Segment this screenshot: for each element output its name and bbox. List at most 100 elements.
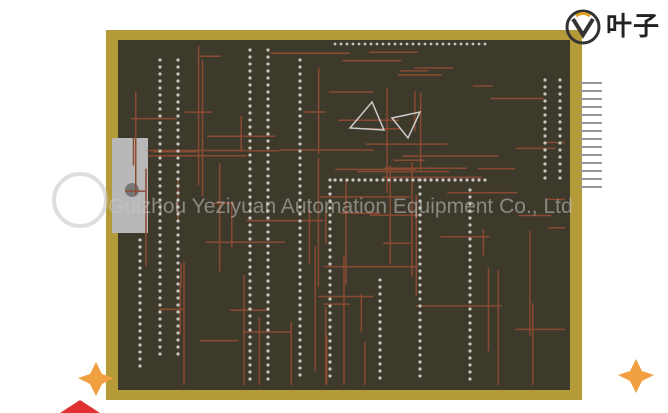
solder-pad (468, 328, 472, 332)
solder-pad (418, 374, 422, 378)
solder-pad (423, 178, 427, 182)
solder-pad (468, 335, 472, 339)
solder-pad (453, 178, 457, 182)
solder-pad (418, 248, 422, 252)
solder-pad (471, 178, 475, 182)
solder-pad (158, 247, 162, 251)
solder-pad (387, 178, 391, 182)
solder-pad (248, 202, 252, 206)
solder-pad (418, 220, 422, 224)
solder-pad (418, 185, 422, 189)
solder-pad (176, 352, 180, 356)
solder-pad (158, 310, 162, 314)
solder-pad (176, 163, 180, 167)
solder-pad (477, 178, 481, 182)
solder-pad (468, 342, 472, 346)
solder-pad (468, 237, 472, 241)
connector-pin (580, 122, 602, 124)
solder-pad (266, 69, 270, 73)
solder-pad (558, 162, 562, 166)
solder-pad (345, 178, 349, 182)
solder-pad (298, 79, 302, 83)
solder-pad (158, 296, 162, 300)
solder-pad (393, 42, 397, 46)
solder-pad (298, 100, 302, 104)
solder-pad (158, 170, 162, 174)
solder-pad (328, 220, 332, 224)
solder-pad (266, 195, 270, 199)
solder-pad (393, 178, 397, 182)
solder-pad (543, 92, 547, 96)
solder-pad (248, 195, 252, 199)
solder-pad (418, 360, 422, 364)
solder-pad (266, 97, 270, 101)
solder-pad (266, 328, 270, 332)
solder-pad (158, 93, 162, 97)
solder-pad (418, 367, 422, 371)
solder-pad (328, 360, 332, 364)
solder-pad (248, 230, 252, 234)
solder-pad (248, 244, 252, 248)
solder-pad (543, 162, 547, 166)
solder-pad (381, 178, 385, 182)
solder-pad (357, 178, 361, 182)
solder-pad (176, 219, 180, 223)
logo-text: 叶子 (605, 12, 660, 42)
solder-pad (363, 178, 367, 182)
solder-pad (328, 311, 332, 315)
solder-pad (339, 42, 343, 46)
solder-pad (266, 62, 270, 66)
solder-pad (248, 76, 252, 80)
solder-pad (138, 280, 142, 284)
solder-pad (418, 332, 422, 336)
solder-pad (248, 97, 252, 101)
solder-pad (418, 290, 422, 294)
solder-pad (158, 268, 162, 272)
solder-pad (266, 244, 270, 248)
solder-pad (248, 139, 252, 143)
solder-pad (248, 104, 252, 108)
solder-pad (328, 318, 332, 322)
solder-pad (248, 272, 252, 276)
solder-pad (158, 324, 162, 328)
connector-pin (580, 130, 602, 132)
solder-pad (176, 212, 180, 216)
solder-pad (378, 341, 382, 345)
solder-pad (418, 297, 422, 301)
solder-pad (138, 308, 142, 312)
solder-pad (176, 261, 180, 265)
solder-pad (468, 230, 472, 234)
solder-pad (138, 364, 142, 368)
solder-pad (266, 181, 270, 185)
solder-pad (266, 153, 270, 157)
solder-pad (176, 170, 180, 174)
solder-pad (266, 83, 270, 87)
solder-pad (176, 282, 180, 286)
solder-pad (543, 127, 547, 131)
solder-pad (176, 65, 180, 69)
solder-pad (378, 285, 382, 289)
solder-pad (248, 48, 252, 52)
solder-pad (266, 356, 270, 360)
solder-pad (418, 311, 422, 315)
solder-pad (176, 338, 180, 342)
solder-pad (328, 276, 332, 280)
solder-pad (298, 114, 302, 118)
solder-pad (138, 266, 142, 270)
solder-pad (266, 293, 270, 297)
solder-pad (328, 213, 332, 217)
solder-pad (266, 167, 270, 171)
solder-pad (248, 370, 252, 374)
solder-pad (158, 100, 162, 104)
connector-pin (580, 186, 602, 188)
solder-pad (176, 296, 180, 300)
solder-pad (468, 272, 472, 276)
solder-pad (266, 132, 270, 136)
solder-pad (248, 146, 252, 150)
solder-pad (298, 296, 302, 300)
solder-pad (248, 237, 252, 241)
decorative-shape (60, 400, 100, 413)
solder-pad (558, 134, 562, 138)
solder-pad (266, 48, 270, 52)
